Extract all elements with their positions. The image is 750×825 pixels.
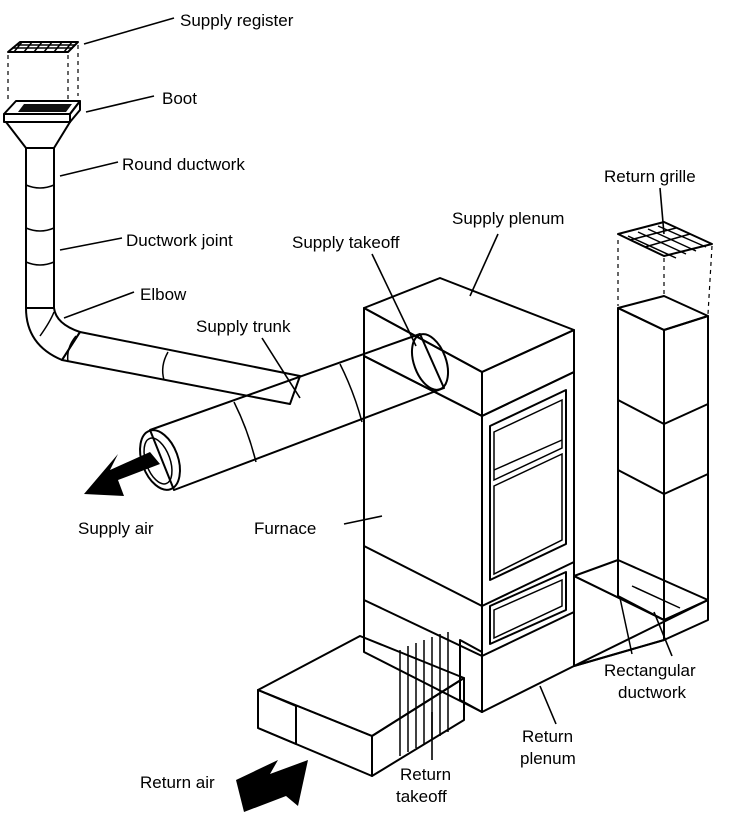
return-duct <box>257 632 465 777</box>
label-supply-plenum: Supply plenum <box>452 209 564 228</box>
label-round-ductwork: Round ductwork <box>122 155 245 174</box>
label-return-takeoff-line1: Return <box>400 765 451 784</box>
supply-trunk <box>139 333 450 491</box>
label-ductwork-joint: Ductwork joint <box>126 231 233 250</box>
round-ductwork <box>25 147 55 309</box>
label-rectangular-ductwork-line1: Rectangular <box>604 661 696 680</box>
leader-lines <box>59 17 673 760</box>
label-elbow: Elbow <box>140 285 187 304</box>
label-return-plenum-line1: Return <box>522 727 573 746</box>
label-supply-air: Supply air <box>78 519 154 538</box>
label-return-plenum-line2: plenum <box>520 749 576 768</box>
label-supply-trunk: Supply trunk <box>196 317 291 336</box>
supply-air-arrow <box>84 452 160 496</box>
label-rectangular-ductwork-line2: ductwork <box>618 683 687 702</box>
label-return-grille: Return grille <box>604 167 696 186</box>
label-return-air: Return air <box>140 773 215 792</box>
return-air-arrow <box>236 760 308 812</box>
boot <box>3 100 81 149</box>
rectangular-ductwork <box>573 559 709 667</box>
labels: Supply register Boot Round ductwork Duct… <box>78 11 696 806</box>
label-return-takeoff-line2: takeoff <box>396 787 447 806</box>
supply-register <box>7 41 79 100</box>
supply-plenum <box>363 277 575 417</box>
label-boot: Boot <box>162 89 197 108</box>
label-supply-register: Supply register <box>180 11 294 30</box>
return-stack <box>617 221 713 621</box>
label-furnace: Furnace <box>254 519 316 538</box>
label-supply-takeoff: Supply takeoff <box>292 233 400 252</box>
